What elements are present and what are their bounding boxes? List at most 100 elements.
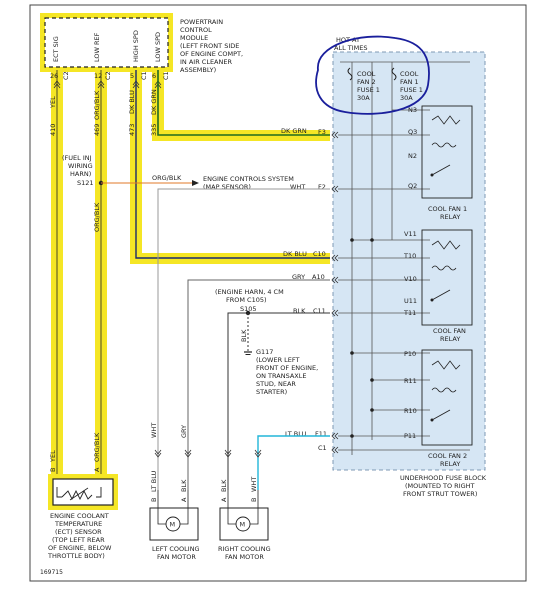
right-motor-circle [235, 516, 251, 532]
s121-branch-color: ORG/BLK [152, 174, 182, 182]
relay-cool-fan: V11 T10 V10 U11 T11 COOL FAN RELAY [403, 229, 473, 343]
ect-internal-lead [96, 487, 102, 498]
pcm-pin-high-spd: HIGH SPD [132, 30, 140, 62]
ect-wire-org-blk: ORG/BLK [93, 432, 101, 462]
relay-label: COOL FAN 2 [428, 452, 467, 460]
pcm-pin-labels: ECT SIG LOW REF HIGH SPD LOW SPD [52, 30, 162, 62]
s121-line: (FUEL INJ [62, 154, 92, 162]
pin-number-12: 12 [94, 72, 102, 80]
left-motor-lead [157, 490, 166, 525]
map-sensor-line: ENGINE CONTROLS SYSTEM [203, 175, 294, 183]
relay-pin: V11 [404, 230, 417, 238]
relay-pin: U11 [404, 297, 417, 305]
ect-line: (TOP LEFT REAR [52, 536, 105, 544]
ect-line: ENGINE COOLANT [50, 512, 109, 520]
right-motor-wire: BLK [220, 479, 228, 492]
terminal-pin-c1: C1 [318, 444, 327, 452]
circuit-335: 335 [150, 124, 158, 136]
pcm-pin-low-ref: LOW REF [93, 32, 101, 62]
blk-wire [227, 312, 330, 490]
fuse-line: FUSE 1 [400, 86, 423, 94]
fuse-line: COOL [400, 70, 419, 78]
terminal-pin-f3: F3 [318, 128, 326, 136]
terminal-pin-a10: A10 [312, 273, 325, 281]
ect-line: OF ENGINE, BELOW [48, 544, 112, 552]
connector-c2: C2 [62, 71, 70, 80]
right-motor-symbol: M [240, 521, 246, 529]
right-motor-box [219, 507, 269, 541]
top-wire-color-labels: YEL ORG/BLK DK BLU DK GRN [49, 89, 158, 120]
fuse-block-label: (MOUNTED TO RIGHT [405, 482, 475, 490]
fuse-cool-fan-1: COOL FAN 1 FUSE 1 30A [391, 67, 423, 102]
fuse-line: FAN 2 [357, 78, 376, 86]
fuse-cool-fan-2: COOL FAN 2 FUSE 1 30A [347, 67, 380, 102]
connector-c1: C1 [140, 71, 148, 80]
terminal-pin-f2: F2 [318, 183, 326, 191]
wire-color-yel: YEL [49, 96, 57, 109]
blk-drop-label: BLK [240, 329, 248, 342]
fuse-block-terminals: DK GRN F3 WHT F2 DK BLU C10 GRY A10 BLK … [281, 127, 327, 452]
ground-symbol [244, 351, 252, 355]
high-spd-wire [135, 70, 330, 259]
underhood-fuse-block [332, 51, 486, 471]
ect-internal-lead [56, 487, 62, 498]
ect-line: (ECT) SENSOR [55, 528, 102, 536]
fuse-block-internal-wiring [338, 61, 470, 455]
relay-label: COOL FAN 1 [428, 205, 467, 213]
pin-number-5: 5 [130, 72, 134, 80]
relay-label: RELAY [440, 335, 460, 343]
relay-label: COOL FAN [433, 327, 466, 335]
left-motor-circle [165, 516, 181, 532]
relay-box [421, 349, 473, 446]
pcm-description: POWERTRAIN CONTROL MODULE (LEFT FRONT SI… [180, 18, 243, 74]
pcm-line: IN AIR CLEANER [180, 58, 232, 66]
ground-line: (LOWER LEFT [256, 356, 300, 364]
pcm-pin-ect-sig: ECT SIG [52, 36, 60, 62]
pcm-pin-low-spd: LOW SPD [154, 32, 162, 62]
connector-c2: C2 [104, 71, 112, 80]
splice-s105-label: S105 [240, 305, 257, 313]
relay-cool-fan-2: P10 R11 R10 P11 COOL FAN 2 RELAY [404, 349, 473, 468]
pcm-line: MODULE [180, 34, 208, 42]
relay-pin: Q2 [408, 182, 417, 190]
gry-wire [187, 279, 330, 490]
right-cooling-fan-motor: BLK WHT A B M RIGHT COOLING FAN MOTOR [218, 477, 271, 561]
relay-box [421, 229, 473, 326]
right-motor-lead [250, 490, 259, 525]
s121-branch-arrow [192, 180, 199, 186]
gry-wire-label: GRY [180, 425, 188, 438]
left-motor-pin: A [180, 497, 188, 502]
relay-pin: P11 [404, 432, 416, 440]
fuse-block-label: FRONT STRUT TOWER) [403, 490, 477, 498]
s121-line: WIRING [68, 162, 93, 170]
relay-box [421, 105, 473, 199]
relay-pin: N3 [408, 106, 417, 114]
right-motor-pin: B [250, 498, 258, 502]
ect-line: THROTTLE BODY) [47, 552, 105, 560]
left-motor-pin: B [150, 498, 158, 502]
left-motor-wire: LT BLU [150, 470, 158, 492]
ect-pin-a: A [93, 467, 101, 472]
wht-wire-left-motor [157, 188, 330, 490]
splice-s121-label: (FUEL INJ WIRING HARN) S121 [62, 154, 94, 187]
fuse-line: FAN 1 [400, 78, 419, 86]
fuse-line: 30A [357, 94, 370, 102]
connector-c1: C1 [162, 71, 170, 80]
ground-line: ON TRANSAXLE [256, 372, 306, 380]
terminal-pin-f11: F11 [315, 430, 327, 438]
left-motor-line: LEFT COOLING [152, 545, 200, 553]
page-border [29, 4, 527, 582]
fuse-line: 30A [400, 94, 413, 102]
fuse-line: COOL [357, 70, 376, 78]
hot-at-all-times: ALL TIMES [334, 44, 367, 52]
left-motor-wire: BLK [180, 479, 188, 492]
s121-line: HARN) [70, 170, 91, 178]
terminal-wire-dk-grn: DK GRN [281, 127, 307, 135]
s121-id: S121 [77, 179, 94, 187]
terminal-chevrons [331, 131, 339, 454]
pcm-connector-chevrons [53, 80, 162, 89]
pcm-line: ASSEMBLY) [180, 66, 216, 74]
ect-wire-yel: YEL [49, 450, 57, 463]
pcm-connector-box [44, 17, 169, 68]
